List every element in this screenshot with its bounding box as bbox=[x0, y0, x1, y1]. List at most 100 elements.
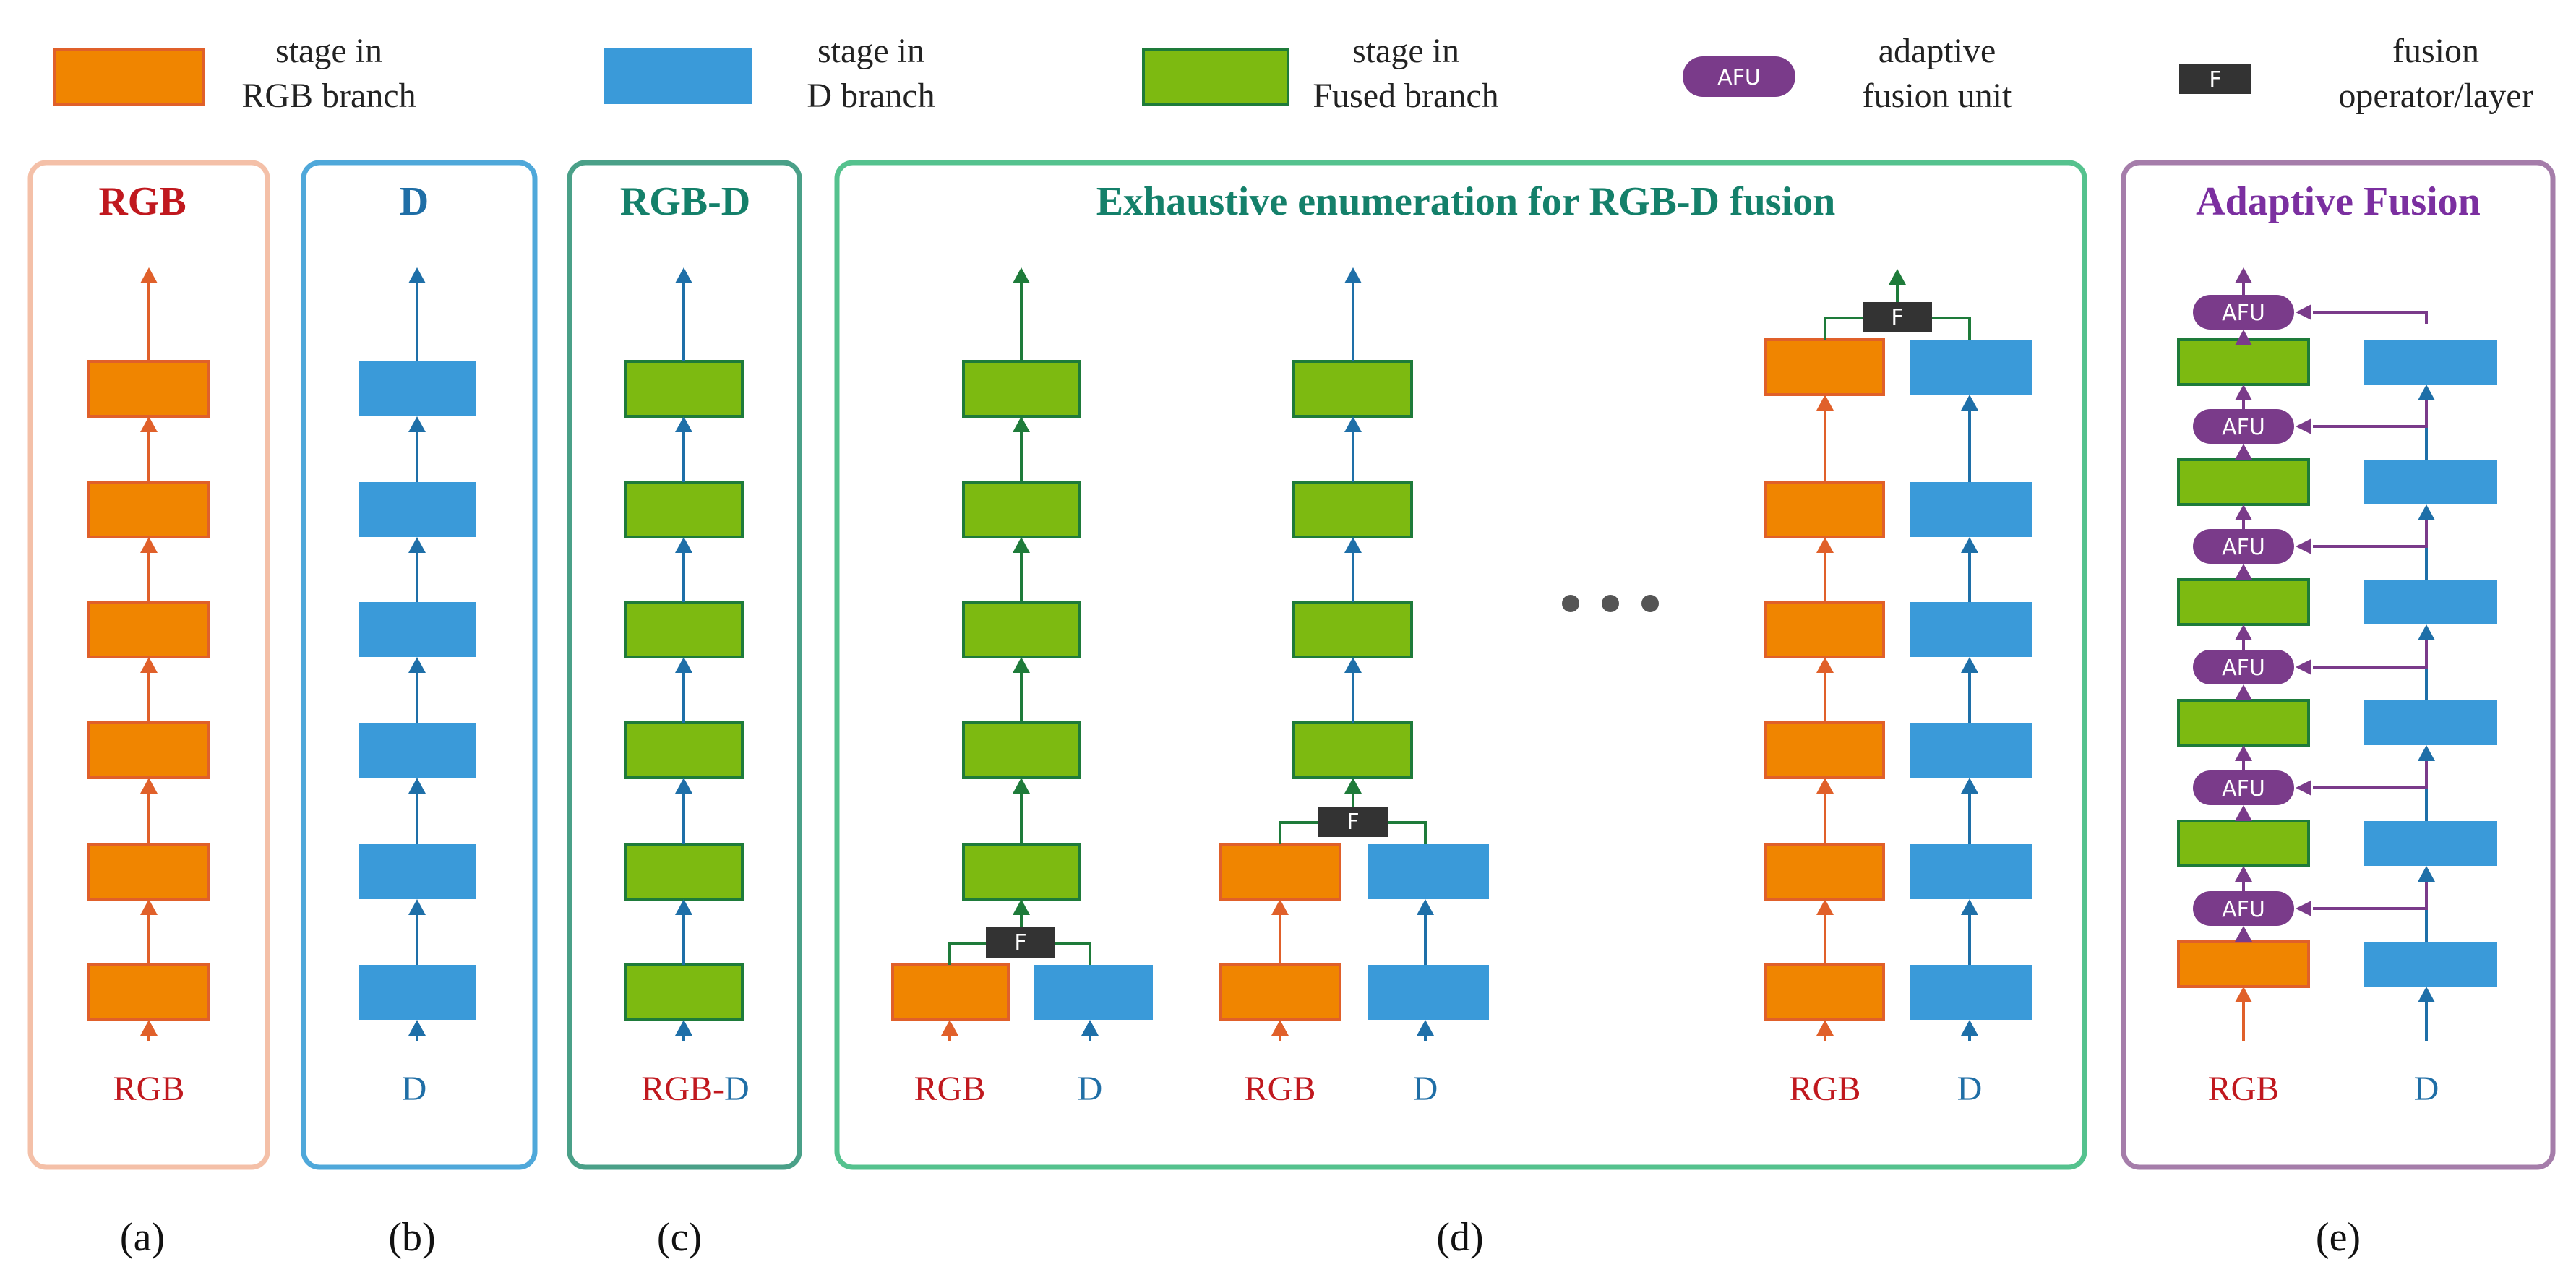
legend-op-label: F bbox=[2209, 67, 2221, 93]
panel-a-stage-2 bbox=[87, 843, 210, 901]
panel-e-rgb-input-arrow-head bbox=[2235, 987, 2252, 1002]
panel-e-afu-5-label: AFU bbox=[2222, 415, 2265, 440]
panel-d1-input-d: D bbox=[1078, 1070, 1103, 1108]
panel-a-stage-3 bbox=[87, 721, 210, 779]
panel-a-frame bbox=[27, 160, 270, 1170]
legend-rgb-line1: stage in bbox=[275, 32, 382, 70]
panel-d3-d-arrow-2-head bbox=[1961, 778, 1978, 794]
panel-d2-rgb-input-arrow-head bbox=[1271, 1020, 1289, 1036]
panel-d2-fused-stage-5 bbox=[1292, 481, 1413, 538]
panel-d2-fused-stage-4 bbox=[1292, 601, 1413, 658]
panel-b-stage-2 bbox=[359, 844, 476, 899]
panel-d2-d-stage-1 bbox=[1368, 965, 1489, 1020]
panel-d3-d-stage-4 bbox=[1910, 602, 2032, 657]
panel-d2-output-arrow-head bbox=[1344, 267, 1362, 283]
panel-d2-rgb-stage-1 bbox=[1219, 963, 1341, 1021]
panel-d3-rgb-stage-6 bbox=[1764, 338, 1885, 396]
panel-a-stage-1 bbox=[87, 963, 210, 1021]
panel-b-input-arrow-head bbox=[408, 1020, 426, 1036]
panel-b-stage-5 bbox=[359, 482, 476, 537]
panel-c-arrow-1-head bbox=[675, 899, 692, 915]
panel-d3-d-arrow-3-head bbox=[1961, 657, 1978, 673]
panel-e-d-arrow-3-head bbox=[2418, 624, 2435, 640]
panel-d2-fusion-op bbox=[1318, 807, 1388, 837]
panel-d2-fused-arrow-1-head bbox=[1344, 778, 1362, 794]
panel-e-afu-6-label: AFU bbox=[2222, 301, 2265, 326]
panel-b-arrow-1-head bbox=[408, 899, 426, 915]
legend-afu-label: AFU bbox=[1717, 65, 1761, 90]
panel-e-afu-3 bbox=[2193, 650, 2294, 684]
panel-d3-d-arrow-4-head bbox=[1961, 537, 1978, 553]
panel-e-afu-2 bbox=[2193, 770, 2294, 805]
panel-d1-fused-arrow-2-head bbox=[1013, 778, 1030, 794]
panel-d2-input-rgb: RGB bbox=[1245, 1070, 1316, 1108]
panel-d1-d-stage-1 bbox=[1034, 965, 1153, 1020]
panel-e-d-stage-3 bbox=[2364, 700, 2497, 745]
panel-d2-d-input-arrow-head bbox=[1417, 1020, 1434, 1036]
caption-e: (e) bbox=[2316, 1215, 2361, 1260]
panel-d2-input-d: D bbox=[1413, 1070, 1438, 1108]
legend-rgb-swatch bbox=[53, 48, 205, 106]
panel-c-arrow-3-head bbox=[675, 657, 692, 673]
caption-a: (a) bbox=[120, 1215, 165, 1260]
panel-e-afu-in-arrow-3-head bbox=[2235, 684, 2252, 700]
panel-d3-input-d: D bbox=[1957, 1070, 1983, 1108]
panel-e-d-stage-1 bbox=[2364, 942, 2497, 987]
legend-op-symbol bbox=[2179, 64, 2251, 94]
panel-e-d-to-afu-2-head bbox=[2296, 780, 2311, 796]
panel-e-d-to-afu-5 bbox=[2313, 400, 2428, 428]
legend-fused-swatch bbox=[1142, 48, 1289, 106]
panel-a-title: RGB bbox=[98, 179, 186, 224]
legend-afu-line2: fusion unit bbox=[1863, 77, 2012, 115]
panel-b-stage-3 bbox=[359, 723, 476, 778]
panel-e-d-to-afu-1-head bbox=[2296, 901, 2311, 916]
panel-e-afu-4 bbox=[2193, 529, 2294, 564]
panel-e-main-stage-1 bbox=[2177, 940, 2310, 988]
panel-d1-fused-stage-5 bbox=[962, 481, 1081, 538]
panel-e-d-to-afu-2 bbox=[2313, 761, 2428, 789]
panel-e-d-to-afu-5-head bbox=[2296, 418, 2311, 434]
panel-c-arrow-2-head bbox=[675, 778, 692, 794]
legend-fused-line1: stage in bbox=[1352, 32, 1459, 70]
panel-e-main-stage-3 bbox=[2177, 699, 2310, 747]
panel-d3-rgb-arrow-2-head bbox=[1816, 778, 1834, 794]
panel-b-stage-6 bbox=[359, 361, 476, 416]
panel-d3-rgb-stage-3 bbox=[1764, 721, 1885, 779]
panel-d3-rgb-arrow-3-head bbox=[1816, 657, 1834, 673]
stage-blocks bbox=[87, 338, 2497, 1021]
panel-d2-rgb-arrow-1-head bbox=[1271, 899, 1289, 915]
panel-e-afu-in-arrow-2-head bbox=[2235, 805, 2252, 821]
panel-d2-rgb-stage-2 bbox=[1219, 843, 1341, 901]
panel-e-afu-in-arrow-4-head bbox=[2235, 564, 2252, 580]
panel-d1-output-arrow-head bbox=[1013, 267, 1030, 283]
panel-b-input-label: D bbox=[402, 1070, 427, 1108]
panel-e-d-arrow-5-head bbox=[2418, 385, 2435, 400]
panel-c-stage-1 bbox=[624, 963, 744, 1021]
panel-e-afu-1 bbox=[2193, 891, 2294, 926]
panel-c-input-sep: - bbox=[713, 1070, 724, 1108]
panel-e-afu-in-arrow-6-head bbox=[2235, 330, 2252, 345]
panel-d1-fusion-op bbox=[986, 927, 1055, 958]
panel-e-d-to-afu-3-head bbox=[2296, 659, 2311, 675]
panel-c-stage-5 bbox=[624, 481, 744, 538]
panel-d2-fused-arrow-4-head bbox=[1344, 537, 1362, 553]
panel-d3-rgb-stage-1 bbox=[1764, 963, 1885, 1021]
panel-b-stage-4 bbox=[359, 602, 476, 657]
panel-d1-input-rgb: RGB bbox=[914, 1070, 986, 1108]
panel-e-main-stage-2 bbox=[2177, 820, 2310, 867]
legend-d-swatch bbox=[604, 48, 752, 104]
panel-e-d-to-afu-6 bbox=[2313, 311, 2428, 324]
panel-e-d-to-afu-4-head bbox=[2296, 538, 2311, 554]
panel-d3-fusion-op-label: F bbox=[1891, 305, 1903, 330]
panel-d2-fusion-op-label: F bbox=[1347, 809, 1359, 835]
panel-e-main-stage-6 bbox=[2177, 338, 2310, 386]
panel-e-main-stage-4 bbox=[2177, 578, 2310, 626]
panel-b-output-arrow-head bbox=[408, 267, 426, 283]
panel-d1-fused-arrow-3-head bbox=[1013, 657, 1030, 673]
panel-e-d-arrow-1-head bbox=[2418, 866, 2435, 882]
panel-a-arrow-5-head bbox=[140, 416, 158, 432]
panel-a-arrow-3-head bbox=[140, 657, 158, 673]
panel-a-arrow-4-head bbox=[140, 537, 158, 553]
panel-e-frame bbox=[2121, 160, 2556, 1170]
